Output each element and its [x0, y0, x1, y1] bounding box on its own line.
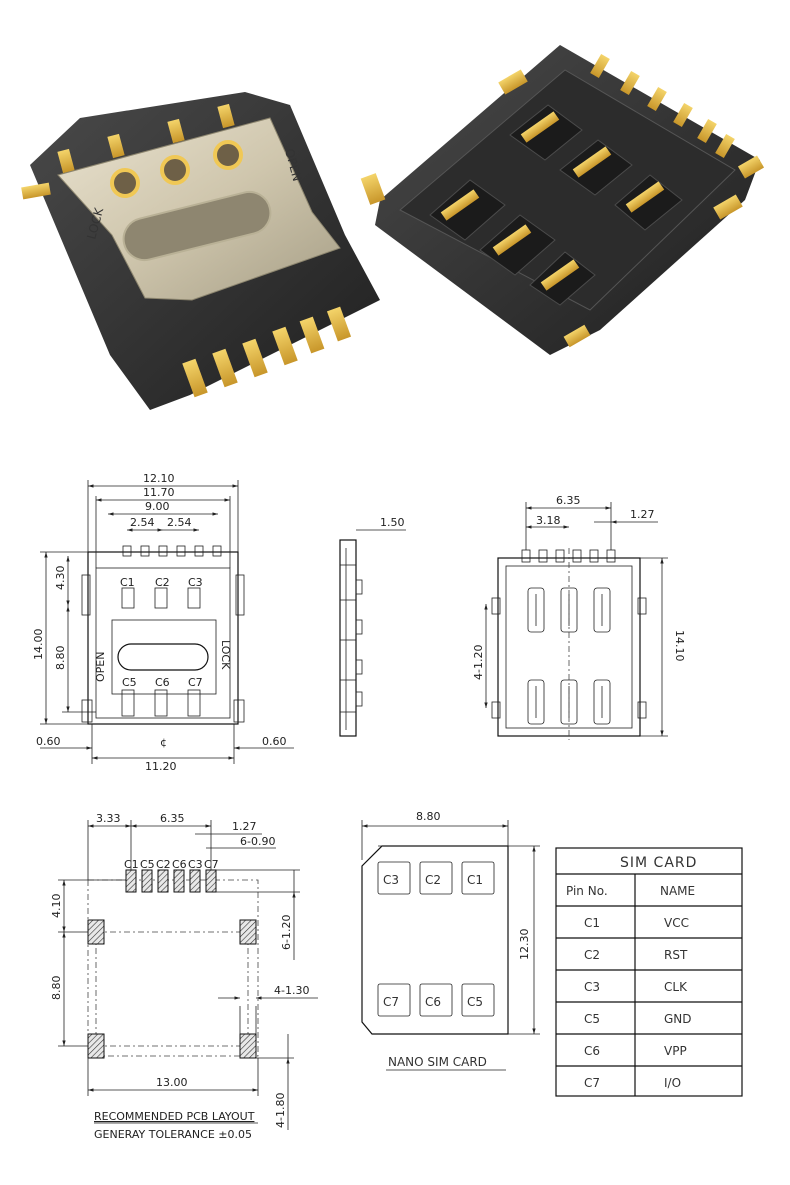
pcb-pad-label-c3: C3: [188, 858, 203, 871]
table-row: C1 VCC: [584, 916, 689, 930]
dim-front-right-0-60: 0.60: [262, 735, 287, 748]
pcb-tolerance: GENERAY TOLERANCE ±0.05: [94, 1128, 252, 1141]
dim-front-pitch-b: 2.54: [167, 516, 192, 529]
table-cell-name: CLK: [664, 980, 688, 994]
photo-bottom-pins: [182, 306, 352, 398]
dim-pcb-1-27: 1.27: [232, 820, 257, 833]
dim-side-1-50: 1.50: [380, 516, 405, 529]
photo-connector-open: [360, 45, 765, 355]
sim-contact-c2: C2: [425, 873, 441, 887]
dim-pcb-3-33: 3.33: [96, 812, 121, 825]
front-pin-label-c6: C6: [155, 676, 170, 689]
table-cell-pin: C2: [584, 948, 600, 962]
pcb-pad-label-c5: C5: [140, 858, 155, 871]
pcb-pad-label-c2: C2: [156, 858, 171, 871]
rear-view-drawing: 6.35 3.18 1.27 4-1.20 14.10: [472, 494, 686, 740]
dim-pcb-13-00: 13.00: [156, 1076, 188, 1089]
dim-front-pitch-a: 2.54: [130, 516, 155, 529]
table-row: C6 VPP: [584, 1044, 687, 1058]
table-cell-pin: C3: [584, 980, 600, 994]
dim-rear-4-1-20: 4-1.20: [472, 645, 485, 680]
sim-contact-c5: C5: [467, 995, 483, 1009]
front-lock-text: LOCK: [219, 640, 232, 670]
dim-pcb-6-35: 6.35: [160, 812, 185, 825]
table-cell-name: GND: [664, 1012, 692, 1026]
sim-contact-c6: C6: [425, 995, 441, 1009]
front-pin-label-c3: C3: [188, 576, 203, 589]
table-cell-pin: C1: [584, 916, 600, 930]
pcb-title: RECOMMENDED PCB LAYOUT: [94, 1110, 255, 1123]
table-header-pin: Pin No.: [566, 884, 608, 898]
front-pin-label-c2: C2: [155, 576, 170, 589]
table-cell-name: VCC: [664, 916, 689, 930]
dim-pcb-4-10: 4.10: [50, 894, 63, 919]
dim-front-11-20: 11.20: [145, 760, 177, 773]
sim-pin-table: SIM CARD Pin No. NAME C1 VCC C2 RST C3 C…: [555, 847, 743, 1097]
sim-contact-c3: C3: [383, 873, 399, 887]
dim-pcb-6-0-90: 6-0.90: [240, 835, 275, 848]
dim-sim-width: 8.80: [416, 810, 441, 823]
table-cell-pin: C6: [584, 1044, 600, 1058]
pcb-signal-pads: [125, 869, 217, 893]
nano-sim-drawing: C3 C2 C1 C7 C6 C5 8.80 12.30 NANO SIM CA…: [361, 810, 540, 1071]
front-view-drawing: C1 C2 C3 C5 C6 C7 OPEN LOCK ¢ 12.10 11.7…: [32, 472, 294, 773]
dim-front-8-80: 8.80: [54, 646, 67, 671]
front-center-mark: ¢: [160, 736, 167, 749]
table-row: C7 I/O: [584, 1076, 681, 1090]
dim-front-12-10: 12.10: [143, 472, 175, 485]
table-row: C5 GND: [584, 1012, 692, 1026]
sim-caption: NANO SIM CARD: [388, 1055, 487, 1069]
pcb-layout-drawing: C1 C5 C2 C6 C3 C7 3.33 6.35 1.27 6-0.90 …: [50, 812, 318, 1141]
dim-front-14-00: 14.00: [32, 629, 45, 661]
dim-pcb-4-1-30: 4-1.30: [274, 984, 309, 997]
front-pin-label-c1: C1: [120, 576, 135, 589]
dim-front-11-70: 11.70: [143, 486, 175, 499]
table-cell-name: VPP: [664, 1044, 687, 1058]
dim-rear-14-10: 14.10: [673, 630, 686, 662]
dim-front-left-0-60: 0.60: [36, 735, 61, 748]
table-header-name: NAME: [660, 884, 695, 898]
dim-front-9-00: 9.00: [145, 500, 170, 513]
side-view-drawing: 1.50: [339, 516, 406, 737]
photo-connector-covered: LOCK OPEN: [21, 92, 380, 410]
sim-contact-c1: C1: [467, 873, 483, 887]
dim-rear-3-18: 3.18: [536, 514, 561, 527]
front-open-text: OPEN: [94, 652, 107, 682]
table-cell-pin: C5: [584, 1012, 600, 1026]
front-pin-label-c7: C7: [188, 676, 203, 689]
table-cell-name: RST: [664, 948, 688, 962]
front-pin-label-c5: C5: [122, 676, 137, 689]
dim-pcb-4-1-80: 4-1.80: [274, 1093, 287, 1128]
dim-pcb-6-1-20: 6-1.20: [280, 915, 293, 950]
table-cell-pin: C7: [584, 1076, 600, 1090]
dim-front-4-30: 4.30: [54, 566, 67, 591]
table-title: SIM CARD: [620, 855, 697, 871]
table-cell-name: I/O: [664, 1076, 681, 1090]
dim-rear-1-27: 1.27: [630, 508, 655, 521]
dim-pcb-8-80: 8.80: [50, 976, 63, 1001]
dim-rear-6-35: 6.35: [556, 494, 581, 507]
table-row: C3 CLK: [584, 980, 688, 994]
dim-sim-height: 12.30: [518, 929, 531, 961]
pcb-pad-label-c6: C6: [172, 858, 187, 871]
table-row: C2 RST: [584, 948, 688, 962]
pcb-mount-pads: [87, 919, 257, 1059]
sim-contact-c7: C7: [383, 995, 399, 1009]
